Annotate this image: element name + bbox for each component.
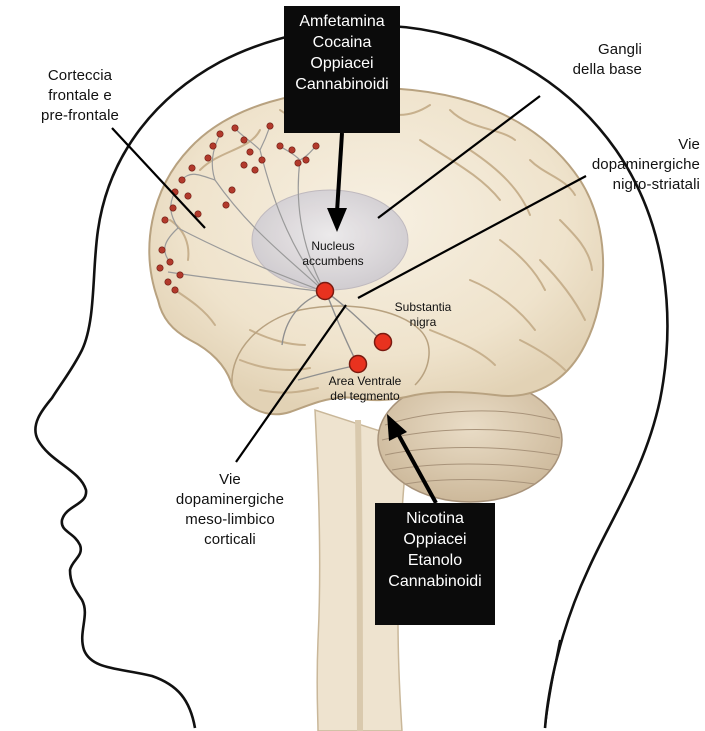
nucleus-accumbens-dot bbox=[317, 283, 334, 300]
label-mesolimbic-line-4: corticali bbox=[155, 530, 305, 550]
drug-box-top: Amfetamina Cocaina Oppiacei Cannabinoidi bbox=[284, 6, 400, 133]
label-cortex-line-3: pre-frontale bbox=[10, 106, 150, 126]
label-cortex-line-1: Corteccia bbox=[10, 66, 150, 86]
label-substantia-nigra-line-2: nigra bbox=[378, 315, 468, 330]
drug-box-top-line-1: Amfetamina bbox=[284, 11, 400, 32]
label-nigrostriatal-line-2: dopaminergiche bbox=[540, 155, 700, 175]
label-cortex-line-2: frontale e bbox=[10, 86, 150, 106]
label-vta-line-2: del tegmento bbox=[305, 389, 425, 404]
label-ganglia-line-1: Gangli bbox=[530, 40, 642, 60]
drug-box-bottom-line-1: Nicotina bbox=[375, 508, 495, 529]
drug-box-bottom: Nicotina Oppiacei Etanolo Cannabinoidi bbox=[375, 503, 495, 625]
label-nigrostriatal-line-3: nigro-striatali bbox=[540, 175, 700, 195]
label-mesolimbic-line-1: Vie bbox=[155, 470, 305, 490]
substantia-nigra-dot bbox=[375, 334, 392, 351]
vta-dot bbox=[350, 356, 367, 373]
label-nigrostriatal: Vie dopaminergiche nigro-striatali bbox=[540, 135, 700, 195]
label-nucleus-accumbens-line-1: Nucleus bbox=[278, 239, 388, 254]
drug-box-bottom-line-2: Oppiacei bbox=[375, 529, 495, 550]
label-nigrostriatal-line-1: Vie bbox=[540, 135, 700, 155]
label-nucleus-accumbens-line-2: accumbens bbox=[278, 254, 388, 269]
drug-box-top-line-2: Cocaina bbox=[284, 32, 400, 53]
label-nucleus-accumbens: Nucleus accumbens bbox=[278, 239, 388, 269]
drug-box-top-line-3: Oppiacei bbox=[284, 53, 400, 74]
drug-box-bottom-line-4: Cannabinoidi bbox=[375, 571, 495, 592]
back-head-line bbox=[545, 640, 560, 728]
label-mesolimbic-line-3: meso-limbico bbox=[155, 510, 305, 530]
label-mesolimbic: Vie dopaminergiche meso-limbico cortical… bbox=[155, 470, 305, 550]
label-ganglia: Gangli della base bbox=[530, 40, 642, 80]
label-vta-line-1: Area Ventrale bbox=[305, 374, 425, 389]
label-substantia-nigra: Substantia nigra bbox=[378, 300, 468, 330]
label-ganglia-line-2: della base bbox=[530, 60, 642, 80]
drug-box-bottom-line-3: Etanolo bbox=[375, 550, 495, 571]
label-vta: Area Ventrale del tegmento bbox=[305, 374, 425, 404]
label-cortex: Corteccia frontale e pre-frontale bbox=[10, 66, 150, 126]
label-mesolimbic-line-2: dopaminergiche bbox=[155, 490, 305, 510]
drug-box-top-line-4: Cannabinoidi bbox=[284, 74, 400, 95]
label-substantia-nigra-line-1: Substantia bbox=[378, 300, 468, 315]
